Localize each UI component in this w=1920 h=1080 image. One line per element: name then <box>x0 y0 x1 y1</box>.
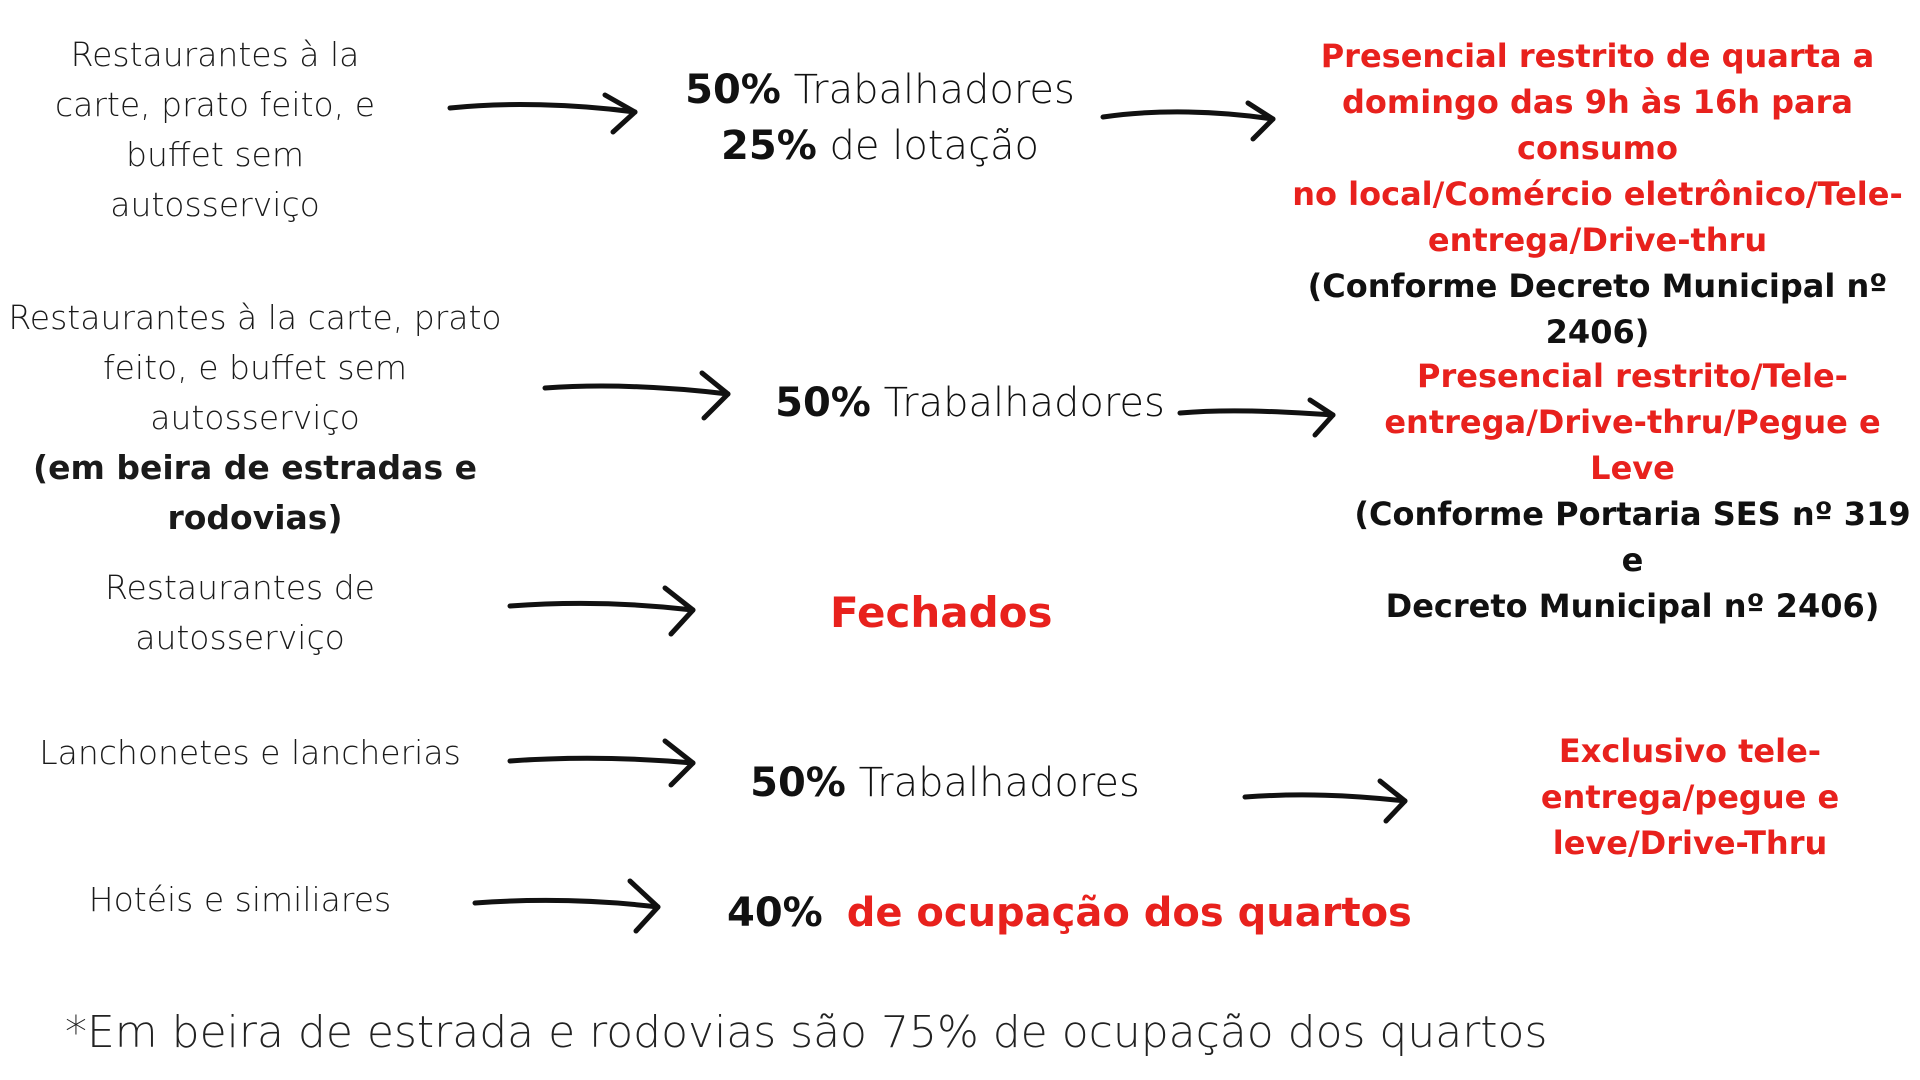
category-self-service-restaurants: Restaurantes de autosserviço <box>80 563 400 663</box>
category-line: buffet sem <box>126 135 304 174</box>
footnote: *Em beira de estrada e rodovias são 75% … <box>65 1007 1548 1058</box>
capacity-line: 25% de lotação <box>721 123 1039 169</box>
category-line-bold: rodovias) <box>167 498 343 537</box>
capacity-line: 50% Trabalhadores <box>775 380 1165 426</box>
category-line: Restaurantes à la <box>70 35 360 74</box>
category-hotels: Hotéis e similiares <box>70 875 410 925</box>
category-restaurants-a-la-carte: Restaurantes à la carte, prato feito, e … <box>40 30 390 230</box>
category-line: autosserviço <box>135 618 345 657</box>
rule-line: entrega/Drive-thru <box>1427 221 1768 259</box>
capacity-line: 50% Trabalhadores <box>750 760 1140 806</box>
occupancy-label: de ocupação dos quartos <box>846 890 1412 936</box>
arrow-icon <box>1100 100 1276 142</box>
category-line: carte, prato feito, e <box>54 85 375 124</box>
rule-line: leve/Drive-Thru <box>1552 824 1828 862</box>
capacity-info: 50% Trabalhadores 25% de lotação <box>670 62 1090 174</box>
decree-reference: Decreto Municipal nº 2406) <box>1385 587 1880 625</box>
arrow-icon <box>1177 397 1336 438</box>
arrow-icon <box>472 878 661 934</box>
arrow-icon <box>542 370 731 421</box>
rule-line: Presencial restrito de quarta a <box>1320 37 1875 75</box>
category-line: autosserviço <box>110 185 320 224</box>
rule-line: entrega/Drive-thru/Pegue e Leve <box>1384 403 1881 487</box>
rule-description: Exclusivo tele- entrega/pegue e leve/Dri… <box>1520 728 1860 866</box>
rule-line: Presencial restrito/Tele- <box>1417 357 1848 395</box>
decree-reference: (Conforme Decreto Municipal nº 2406) <box>1307 267 1888 351</box>
capacity-info: 50% Trabalhadores <box>760 375 1180 431</box>
rule-description: Presencial restrito de quarta a domingo … <box>1275 33 1920 355</box>
rule-line: entrega/pegue e <box>1540 778 1840 816</box>
rule-line: domingo das 9h às 16h para consumo <box>1342 83 1853 167</box>
rule-line: no local/Comércio eletrônico/Tele- <box>1292 175 1903 213</box>
occupancy-percent: 40% <box>727 890 823 936</box>
category-line: Lanchonetes e lancherias <box>39 733 461 772</box>
occupancy-info: 40% de ocupação dos quartos <box>727 885 1412 941</box>
capacity-line: 50% Trabalhadores <box>685 67 1075 113</box>
category-line-bold: (em beira de estradas e <box>33 448 477 487</box>
closed-status: Fechados <box>830 588 1053 637</box>
rule-description: Presencial restrito/Tele- entrega/Drive-… <box>1345 353 1920 629</box>
arrow-icon <box>507 738 696 788</box>
arrow-icon <box>447 92 638 135</box>
category-line: Restaurantes à la carte, prato <box>8 298 502 337</box>
category-line: Hotéis e similiares <box>88 880 392 919</box>
category-line: Restaurantes de <box>105 568 375 607</box>
category-line: feito, e buffet sem autosserviço <box>103 348 407 437</box>
capacity-info: 50% Trabalhadores <box>735 755 1155 811</box>
decree-reference: (Conforme Portaria SES nº 319 e <box>1354 495 1911 579</box>
arrow-icon <box>1242 778 1408 824</box>
arrow-icon <box>507 585 696 637</box>
category-snack-bars: Lanchonetes e lancherias <box>35 728 465 778</box>
rule-line: Exclusivo tele- <box>1558 732 1822 770</box>
category-roadside-restaurants: Restaurantes à la carte, prato feito, e … <box>0 293 510 543</box>
